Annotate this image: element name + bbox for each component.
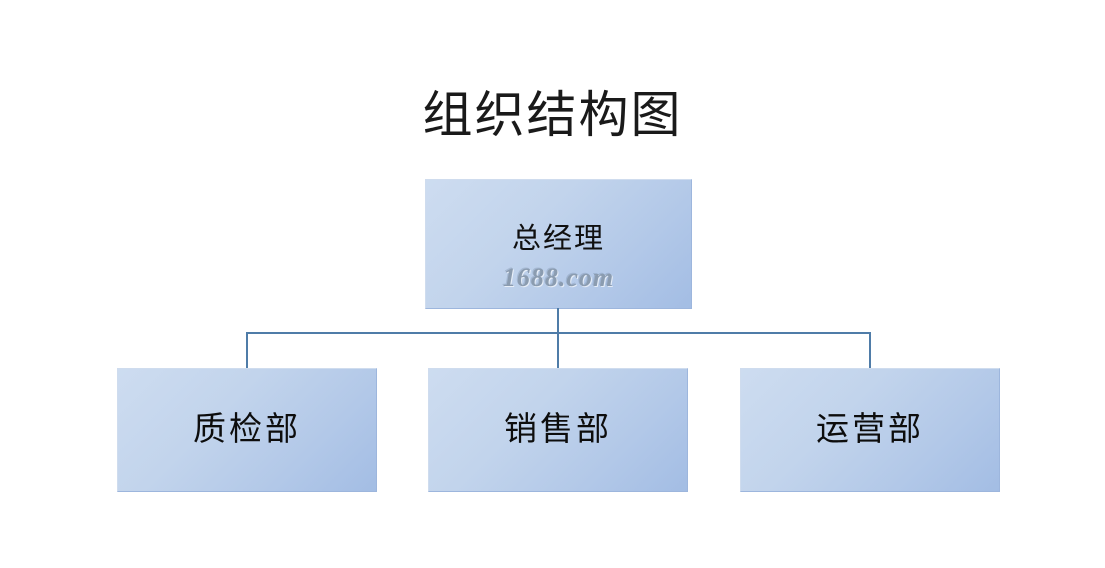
connector-drop-operations xyxy=(869,332,871,369)
watermark-text: 1688.com xyxy=(502,263,615,292)
page-title: 组织结构图 xyxy=(422,87,683,143)
org-node-operations-label: 运营部 xyxy=(816,412,924,448)
org-node-root-label: 总经理 xyxy=(511,223,605,255)
org-node-root[interactable]: 总经理 1688.com xyxy=(425,179,692,309)
connector-drop-sales xyxy=(557,332,559,369)
org-node-quality-label: 质检部 xyxy=(193,412,301,448)
org-node-quality[interactable]: 质检部 xyxy=(117,368,377,492)
connector-root-stem xyxy=(557,308,559,334)
org-node-sales-label: 销售部 xyxy=(504,412,612,448)
org-node-sales[interactable]: 销售部 xyxy=(428,368,688,492)
org-node-operations[interactable]: 运营部 xyxy=(740,368,1000,492)
connector-drop-quality xyxy=(246,332,248,369)
